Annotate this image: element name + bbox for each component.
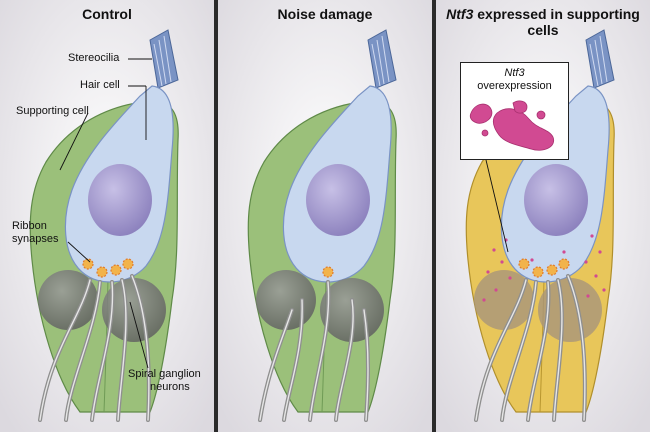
ribbon-synapses: [518, 258, 570, 278]
label-neurons: neurons: [150, 381, 190, 393]
panel-noise-damage: Noise damage: [218, 0, 432, 432]
title-rest: expressed in supporting cells: [473, 6, 640, 38]
ganglion-body-left: [38, 270, 98, 330]
ntf3-illustration: [436, 0, 650, 432]
stereocilia-bundle: [367, 29, 397, 89]
label-ribbon: Ribbon: [12, 220, 47, 232]
label-stereocilia: Stereocilia: [68, 52, 120, 64]
panel-divider-2: [432, 0, 436, 432]
ganglion-body-right: [102, 278, 166, 342]
ntf3-inset-box: Ntf3 overexpression: [460, 62, 569, 160]
label-synapses: synapses: [12, 233, 59, 245]
panel-title-control: Control: [82, 6, 132, 22]
ganglion-body-left: [474, 270, 534, 330]
stereocilia-bundle: [149, 29, 179, 89]
inset-caption: overexpression: [477, 80, 552, 92]
ribbon-synapses: [322, 266, 334, 278]
stereocilia-bundle: [585, 29, 615, 89]
panel-ntf3: Ntf3 expressed in supporting cells Ntf3 …: [436, 0, 650, 432]
inset-gene-label: Ntf3: [504, 67, 525, 79]
title-gene: Ntf3: [446, 6, 474, 22]
hair-cell-nucleus: [88, 164, 152, 236]
label-hair-cell: Hair cell: [80, 79, 120, 91]
panel-title-ntf3: Ntf3 expressed in supporting cells: [436, 6, 650, 38]
panel-divider-1: [214, 0, 218, 432]
hair-cell-nucleus: [524, 164, 588, 236]
inset-leader-line: [485, 159, 509, 253]
label-spiral-ganglion: Spiral ganglion: [128, 368, 201, 380]
ntf3-protein-blob: [469, 100, 555, 151]
label-leader-lines: [59, 58, 152, 369]
panel-control: Control Stereocilia Hair cell Supporting…: [0, 0, 214, 432]
ntf3-dots: [482, 234, 606, 302]
label-supporting-cell: Supporting cell: [16, 105, 89, 117]
noise-damage-illustration: [218, 0, 432, 432]
hair-cell-nucleus: [306, 164, 370, 236]
control-illustration: [0, 0, 214, 432]
ganglion-body-right: [538, 278, 602, 342]
ribbon-synapses: [82, 258, 134, 278]
panel-title-noise-damage: Noise damage: [277, 6, 373, 22]
ganglion-body-left: [256, 270, 316, 330]
